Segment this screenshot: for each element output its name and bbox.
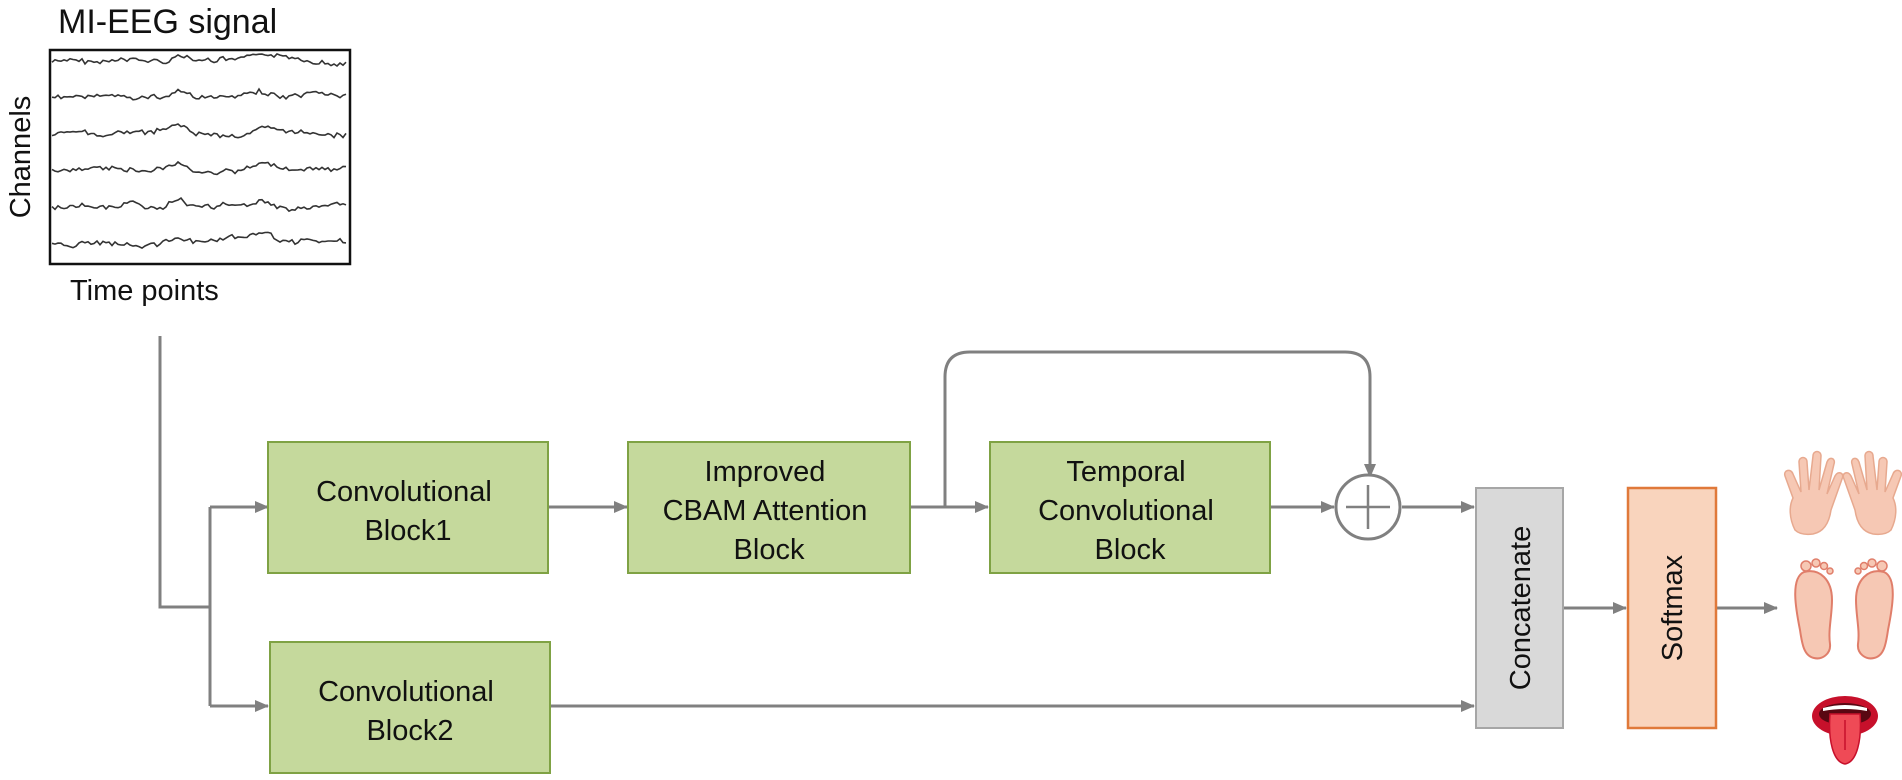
temporal-conv-block	[989, 441, 1271, 574]
signal-ylabel: Channels	[5, 96, 37, 219]
svg-text:Improved CBAM Attention: Improved CBAM Attention Block	[663, 456, 876, 566]
tcn-line3: Block	[1095, 534, 1166, 566]
softmax-block	[1626, 486, 1718, 730]
eeg-trace	[51, 231, 347, 250]
conv-block1	[267, 441, 549, 574]
eeg-trace	[51, 197, 347, 213]
cbam-line3: Block	[734, 534, 805, 566]
eeg-trace	[51, 123, 347, 139]
skip-connection	[943, 350, 1376, 507]
cbam-line2: CBAM Attention	[663, 495, 868, 527]
conv-block1-line2: Block1	[364, 515, 451, 547]
tcn-line1: Temporal	[1066, 456, 1185, 488]
conv-block2-line2: Block2	[366, 715, 453, 747]
cbam-attention-block	[627, 441, 911, 574]
concatenate-block	[1475, 487, 1564, 729]
conv-block2	[269, 641, 551, 774]
eeg-trace	[51, 52, 347, 68]
svg-text:Temporal Convolutional: Temporal Convolutional Block	[1038, 456, 1222, 566]
softmax-label: Softmax	[1657, 554, 1689, 661]
hands-icon	[1783, 450, 1902, 536]
signal-xlabel: Time points	[70, 275, 219, 307]
eeg-trace	[51, 160, 347, 176]
eeg-trace	[51, 87, 347, 101]
add-operator-icon	[1334, 473, 1402, 541]
svg-text:Convolutional Block2: Convolutional Block2	[318, 676, 502, 747]
tcn-line2: Convolutional	[1038, 495, 1214, 527]
signal-title: MI-EEG signal	[58, 3, 277, 41]
eeg-traces	[51, 52, 347, 250]
cbam-line1: Improved	[705, 456, 826, 488]
svg-text:Convolutional Block1: Convolutional Block1	[316, 476, 500, 547]
conv-block2-line1: Convolutional	[318, 676, 494, 708]
eeg-signal-plot	[48, 48, 352, 266]
conv-block1-line1: Convolutional	[316, 476, 492, 508]
feet-icon	[1794, 558, 1894, 660]
concatenate-label: Concatenate	[1505, 526, 1537, 690]
tongue-icon	[1812, 696, 1878, 765]
input-line	[158, 336, 210, 609]
